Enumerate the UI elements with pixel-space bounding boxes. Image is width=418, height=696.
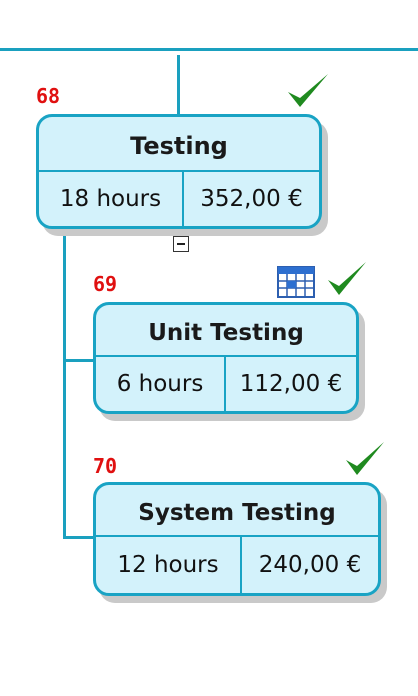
task-title: System Testing: [138, 500, 336, 526]
branch-connector-unit-testing: [63, 359, 97, 362]
task-node-unit-testing[interactable]: Unit Testing 6 hours 112,00 €: [93, 302, 359, 414]
task-title: Unit Testing: [148, 320, 304, 346]
task-title: Testing: [130, 132, 228, 160]
task-node-system-testing[interactable]: System Testing 12 hours 240,00 €: [93, 482, 381, 596]
task-hours: 6 hours: [96, 357, 226, 411]
task-id-label: 68: [36, 84, 61, 108]
checkmark-icon: [328, 262, 366, 295]
task-id-label: 69: [93, 272, 118, 296]
task-metrics-row: 12 hours 240,00 €: [96, 535, 378, 593]
task-id-label: 70: [93, 454, 118, 478]
task-cost: 112,00 €: [239, 371, 343, 397]
top-horizontal-connector: [0, 48, 418, 51]
task-metrics-row: 6 hours 112,00 €: [96, 355, 356, 411]
task-metrics-row: 18 hours 352,00 €: [39, 170, 319, 226]
calendar-table-icon[interactable]: [277, 266, 315, 298]
checkmark-icon: [346, 442, 384, 475]
task-node-testing[interactable]: Testing 18 hours 352,00 €: [36, 114, 322, 229]
branch-connector-system-testing: [63, 536, 97, 539]
task-hours: 18 hours: [39, 172, 184, 226]
collapse-toggle-icon[interactable]: [173, 236, 189, 252]
parent-vertical-connector: [177, 55, 180, 115]
task-cost: 352,00 €: [200, 186, 303, 212]
children-vertical-connector: [63, 228, 66, 538]
task-cost: 240,00 €: [258, 552, 362, 578]
checkmark-icon: [288, 74, 328, 107]
task-hours: 12 hours: [96, 537, 242, 593]
